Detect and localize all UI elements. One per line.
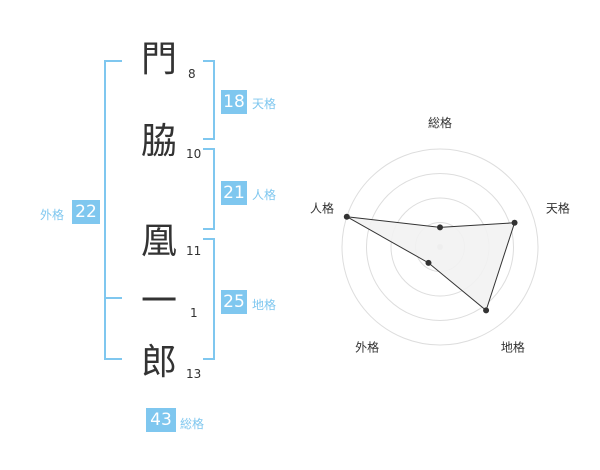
radar-axis-label-4: 外格 xyxy=(355,339,379,354)
name-char-5: 郎 xyxy=(141,342,178,383)
radar-point-2 xyxy=(511,219,518,226)
outer-bracket-bottom xyxy=(104,358,122,360)
gaikaku-value-badge: 22 xyxy=(72,200,100,224)
radar-axis-label-5: 人格 xyxy=(310,201,334,216)
jinkaku-bracket-bottom xyxy=(203,228,215,230)
radar-axis-label-2: 天格 xyxy=(546,201,570,216)
tenkaku-value-badge: 18 xyxy=(221,90,247,114)
radar-ring-4 xyxy=(341,148,539,346)
chikaku-label: 地格 xyxy=(252,298,277,312)
gaikaku-label: 外格 xyxy=(40,208,65,222)
soukaku-label: 総格 xyxy=(180,417,205,431)
outer-bracket-mid xyxy=(104,297,122,299)
radar-point-5 xyxy=(343,213,350,220)
tenkaku-bracket-vertical xyxy=(213,60,215,140)
tenkaku-bracket-bottom xyxy=(203,138,215,140)
tenkaku-bracket-top xyxy=(203,60,215,62)
stroke-count-1: 8 xyxy=(188,67,196,81)
stroke-count-4: 1 xyxy=(190,306,198,320)
stroke-count-3: 11 xyxy=(186,244,202,258)
tenkaku-label: 天格 xyxy=(252,97,277,111)
radar-point-4 xyxy=(425,259,432,266)
jinkaku-bracket-vertical xyxy=(213,148,215,230)
chikaku-value-badge: 25 xyxy=(221,290,247,314)
chikaku-bracket-bottom xyxy=(203,358,215,360)
radar-ring-3 xyxy=(366,173,514,321)
name-char-1: 門 xyxy=(141,39,178,80)
radar-point-3 xyxy=(483,307,490,314)
chikaku-bracket-top xyxy=(203,238,215,240)
radar-axis-label-3: 地格 xyxy=(501,339,525,354)
chikaku-bracket-vertical xyxy=(213,238,215,360)
name-char-4: 一 xyxy=(141,281,178,322)
name-char-2: 脇 xyxy=(141,121,178,162)
radar-point-1 xyxy=(437,224,443,231)
stroke-count-5: 13 xyxy=(186,367,202,381)
jinkaku-label: 人格 xyxy=(252,188,277,202)
jinkaku-value-badge: 21 xyxy=(221,181,247,205)
outer-bracket-vertical xyxy=(104,60,106,360)
outer-bracket-top xyxy=(104,60,122,62)
radar-axis-label-1: 総格 xyxy=(428,115,452,130)
stroke-count-2: 10 xyxy=(186,147,202,161)
soukaku-value-badge: 43 xyxy=(146,408,176,432)
name-char-3: 凰 xyxy=(141,221,178,262)
jinkaku-bracket-top xyxy=(203,148,215,150)
